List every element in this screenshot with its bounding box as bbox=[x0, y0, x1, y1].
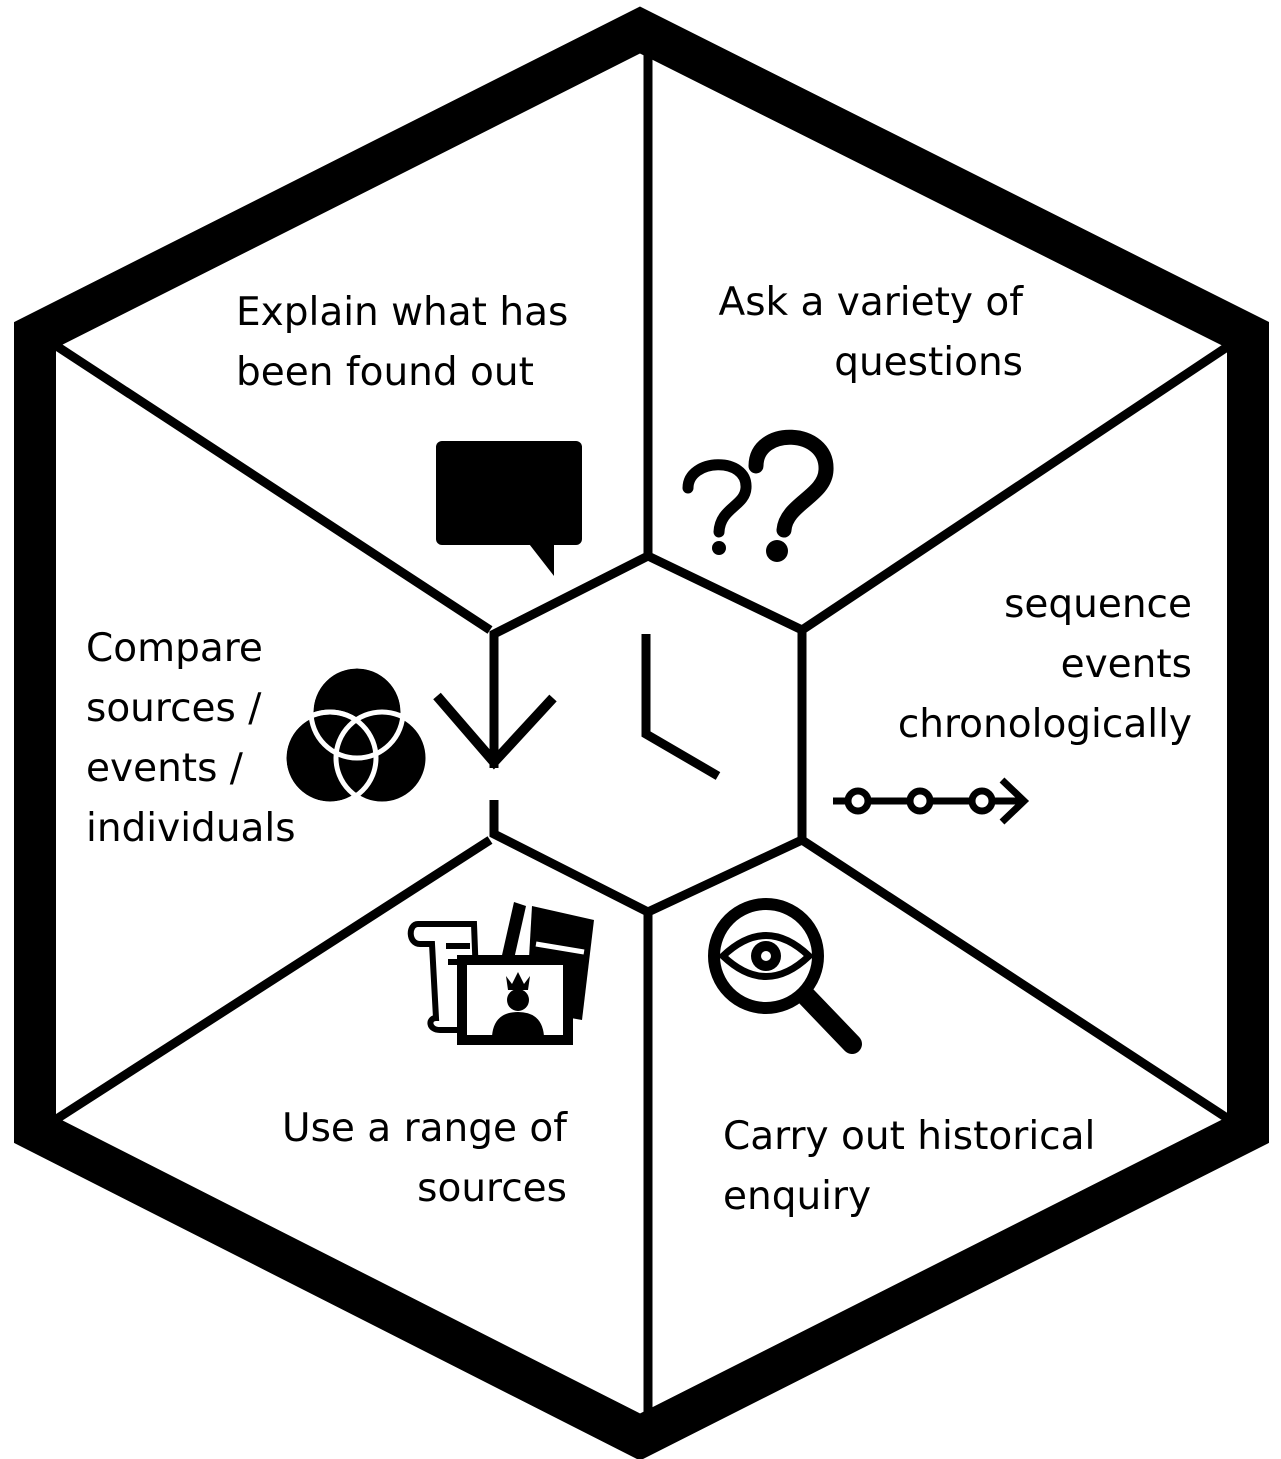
label-line: enquiry bbox=[723, 1174, 872, 1219]
label-line: sources bbox=[417, 1166, 567, 1211]
label-line: been found out bbox=[236, 350, 534, 395]
timeline-arrow-icon bbox=[833, 777, 1030, 825]
segment-label-compare: Compare sources / events / individuals bbox=[86, 619, 296, 859]
divider-lines bbox=[52, 52, 1233, 1416]
label-line: Carry out historical bbox=[723, 1114, 1096, 1159]
label-line: Compare bbox=[86, 626, 263, 671]
historical-sources-icon bbox=[407, 902, 594, 1045]
segment-label-use: Use a range of sources bbox=[282, 1099, 567, 1219]
label-line: sources / bbox=[86, 686, 262, 731]
segment-label-explain: Explain what has been found out bbox=[236, 283, 568, 403]
magnifying-eye-icon bbox=[708, 898, 862, 1054]
clock-icon bbox=[641, 634, 721, 780]
label-line: questions bbox=[834, 340, 1023, 385]
label-line: chronologically bbox=[897, 702, 1192, 747]
label-line: Explain what has bbox=[236, 290, 569, 335]
segment-label-sequence: sequence events chronologically bbox=[898, 575, 1192, 755]
label-line: events bbox=[1060, 642, 1192, 687]
venn-circles-icon bbox=[281, 663, 431, 807]
label-line: Use a range of bbox=[282, 1106, 567, 1151]
segment-label-ask: Ask a variety of questions bbox=[719, 273, 1023, 393]
inner-hexagon bbox=[489, 550, 807, 918]
question-marks-icon bbox=[682, 429, 834, 562]
label-line: individuals bbox=[86, 806, 296, 851]
speech-bubble-icon bbox=[436, 441, 582, 576]
label-line: events / bbox=[86, 746, 243, 791]
label-line: Ask a variety of bbox=[718, 280, 1023, 325]
label-line: sequence bbox=[1004, 582, 1192, 627]
segment-label-carry: Carry out historical enquiry bbox=[723, 1107, 1095, 1227]
arrow-down-icon bbox=[433, 692, 557, 770]
